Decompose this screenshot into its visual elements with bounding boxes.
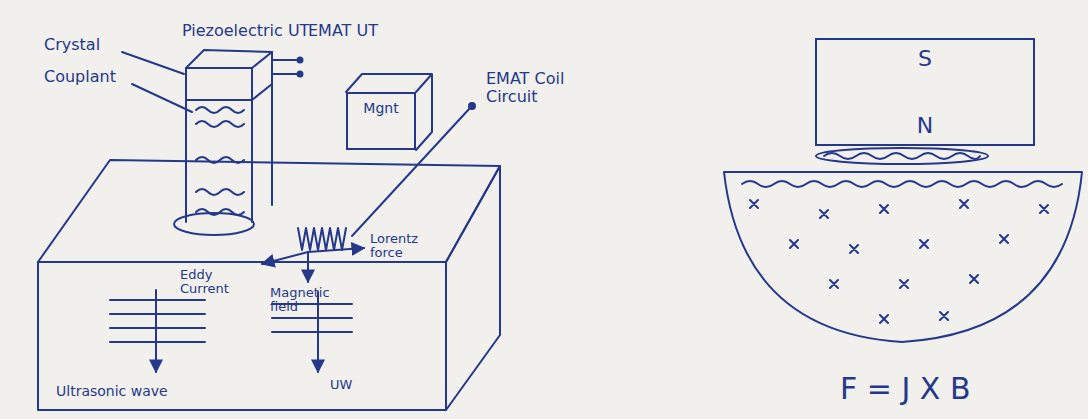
emat-coil xyxy=(816,148,988,164)
label: Eddy Current xyxy=(180,268,252,297)
label: UW xyxy=(330,378,352,392)
label: EMAT Coil Circuit xyxy=(486,70,596,105)
leader-line xyxy=(132,84,192,112)
material-section xyxy=(724,172,1082,342)
label: Couplant xyxy=(44,68,116,86)
label: Magnetic field xyxy=(270,286,338,315)
node-text: S xyxy=(918,46,932,71)
leader-line xyxy=(352,108,470,236)
label: Ultrasonic wave xyxy=(56,384,168,399)
test-block xyxy=(38,160,500,410)
magnet-box: Mgnt xyxy=(346,92,416,150)
leader-line xyxy=(122,52,184,74)
label: EMAT UT xyxy=(308,22,378,40)
magnet-outline xyxy=(346,74,432,150)
ultrasonic-wave xyxy=(110,290,352,372)
emat-coil xyxy=(298,228,346,250)
label: Crystal xyxy=(44,36,100,54)
magnet-box: SN xyxy=(815,38,1035,146)
force-arrows xyxy=(262,248,364,282)
label: F = J X B xyxy=(840,372,971,405)
node-text: Mgnt xyxy=(363,100,398,116)
node-text: N xyxy=(917,113,933,138)
label: Lorentz force xyxy=(370,232,440,261)
dot xyxy=(469,103,475,109)
label: Piezoelectric UT xyxy=(182,22,309,40)
piezo-transducer xyxy=(122,50,303,235)
